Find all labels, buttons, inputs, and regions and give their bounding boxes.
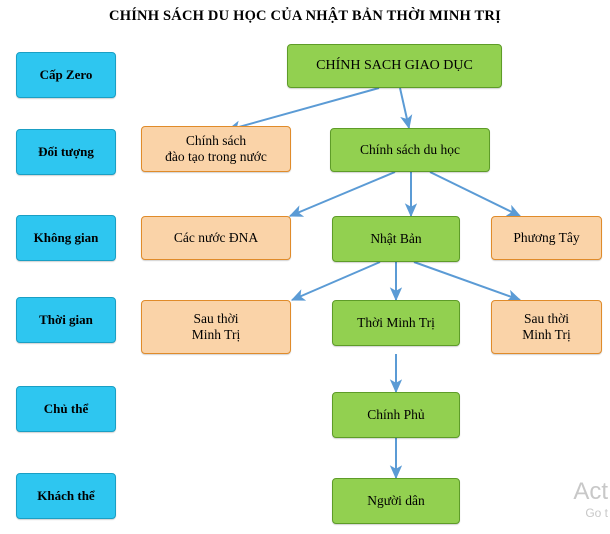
category-doi-tuong[interactable]: Đối tượng — [16, 129, 116, 175]
node-nhat-ban[interactable]: Nhật Bản — [332, 216, 460, 262]
category-chu-the[interactable]: Chủ thể — [16, 386, 116, 432]
node-phuong-tay[interactable]: Phương Tây — [491, 216, 602, 260]
node-chinh-phu[interactable]: Chính Phủ — [332, 392, 460, 438]
node-chinh-sach-giao-duc[interactable]: CHÍNH SACH GIAO DỤC — [287, 44, 502, 88]
node-sau-thoi-minh-tri-right[interactable]: Sau thời Minh Trị — [491, 300, 602, 354]
category-thoi-gian[interactable]: Thời gian — [16, 297, 116, 343]
category-khach-the[interactable]: Khách thể — [16, 473, 116, 519]
node-thoi-minh-tri[interactable]: Thời Minh Trị — [332, 300, 460, 346]
node-nguoi-dan[interactable]: Người dân — [332, 478, 460, 524]
category-cap-zero[interactable]: Cấp Zero — [16, 52, 116, 98]
watermark-line1: Act — [573, 478, 608, 505]
node-cac-nuoc-dna[interactable]: Các nước ĐNA — [141, 216, 291, 260]
category-khong-gian[interactable]: Không gian — [16, 215, 116, 261]
node-dao-tao-trong-nuoc[interactable]: Chính sách đào tạo trong nước — [141, 126, 291, 172]
node-chinh-sach-du-hoc[interactable]: Chính sách du học — [330, 128, 490, 172]
page-title: CHÍNH SÁCH DU HỌC CỦA NHẬT BẢN THỜI MINH… — [109, 8, 501, 24]
node-sau-thoi-minh-tri-left[interactable]: Sau thời Minh Trị — [141, 300, 291, 354]
watermark-line2: Go t — [585, 506, 608, 520]
